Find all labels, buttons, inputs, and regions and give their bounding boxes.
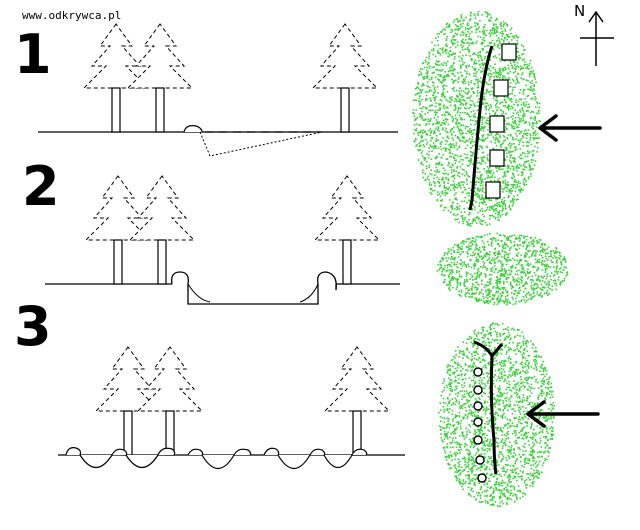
arrow-left-icon [528, 402, 598, 426]
pine-tree-icon [313, 24, 377, 132]
pine-tree-icon [325, 347, 389, 455]
watermark-text: www.odkrywca.pl [22, 9, 121, 22]
row-3-profile [58, 347, 405, 469]
pine-tree-icon [315, 176, 379, 284]
row-1-profile [38, 24, 398, 156]
compass-north-label: N [574, 2, 585, 20]
plan-view-2-vegetation [437, 233, 569, 306]
step-label-1: 1 [14, 28, 52, 82]
north-arrow-icon [580, 12, 614, 66]
row-2-profile [45, 176, 400, 304]
step-label-3: 3 [14, 300, 52, 354]
plan-view-1-vegetation [412, 11, 541, 227]
arrow-left-icon [540, 116, 600, 140]
step-label-2: 2 [22, 160, 60, 214]
